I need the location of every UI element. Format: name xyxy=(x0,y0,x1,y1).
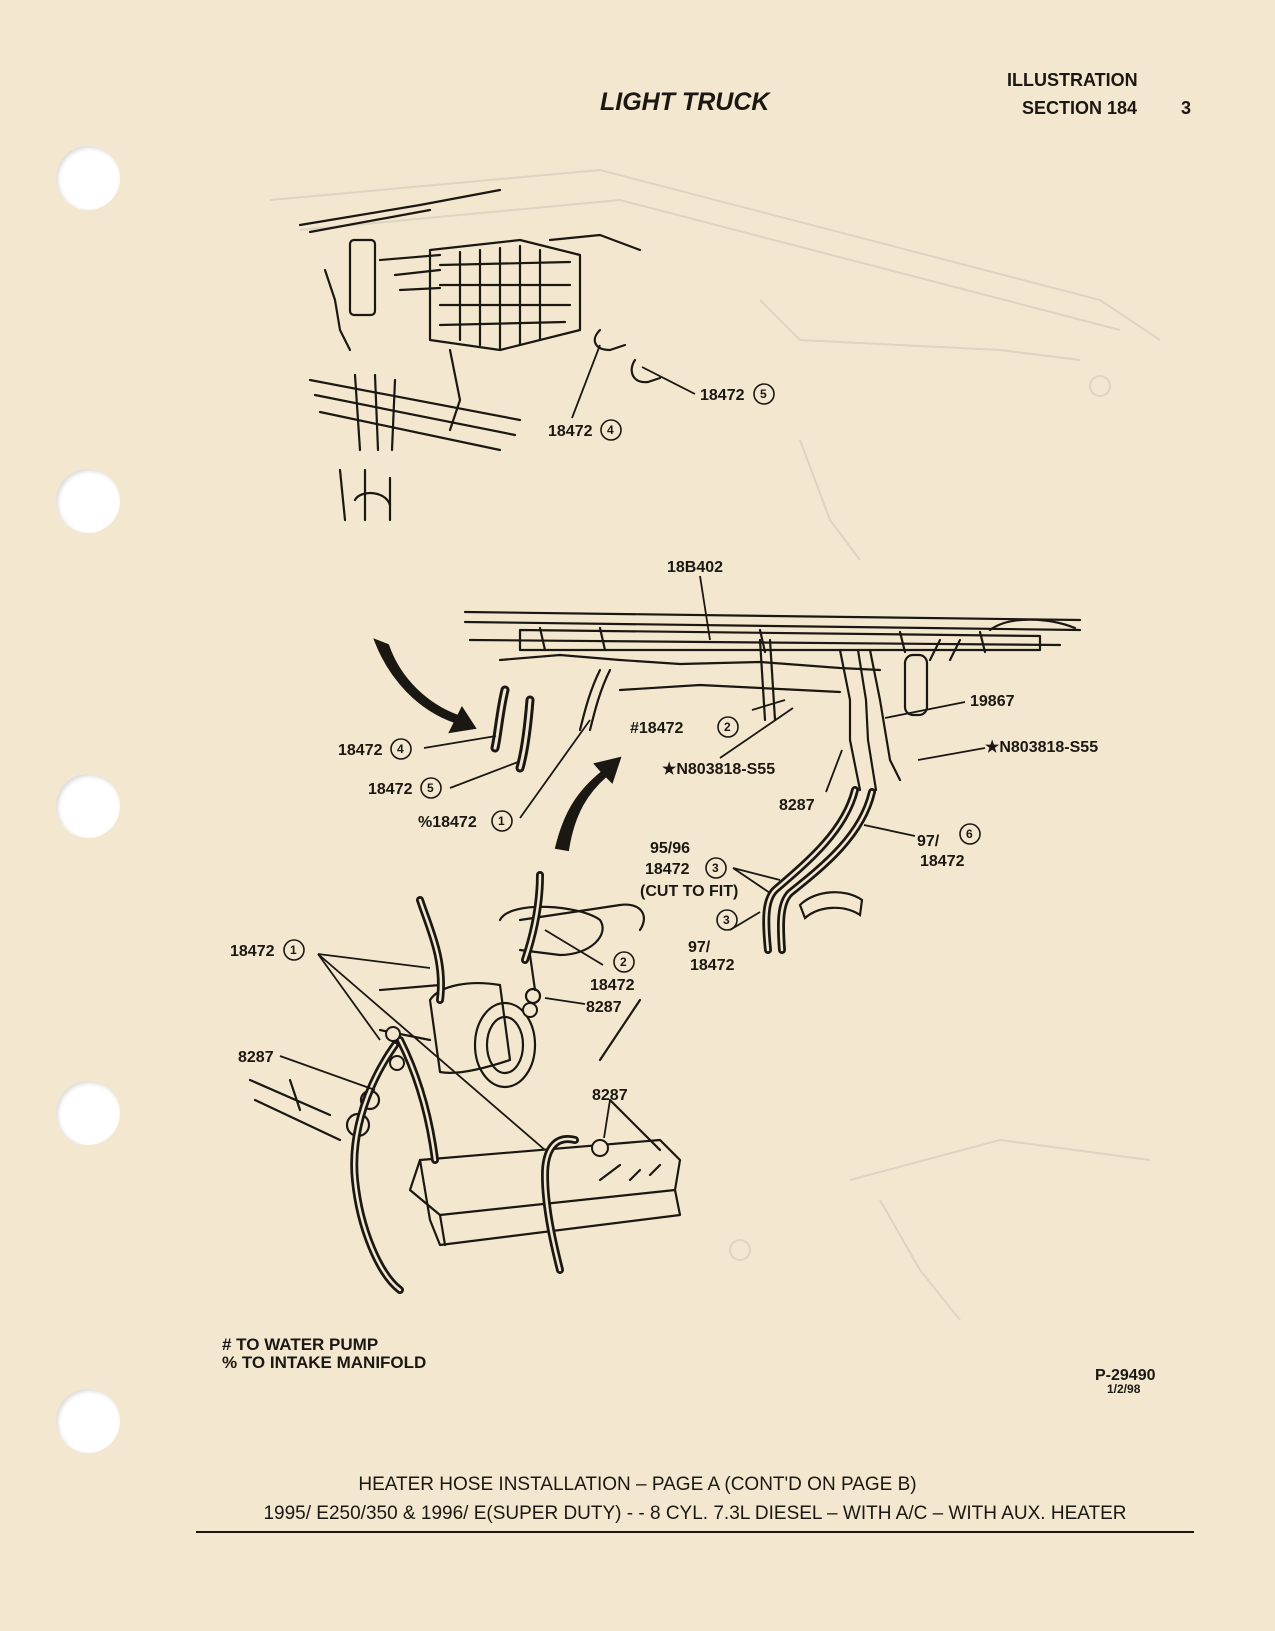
callout-hose-2: 2 xyxy=(620,955,627,969)
callout-18472-4: 18472 xyxy=(548,423,593,440)
callout-hose-3-model: 95/96 xyxy=(650,840,690,857)
svg-text:4: 4 xyxy=(607,423,614,437)
page-title: LIGHT TRUCK xyxy=(600,88,770,116)
callout-fastener-right: ★N803818-S55 xyxy=(985,739,1098,756)
bleed-through-artwork xyxy=(269,168,1161,1321)
top-callouts: 18472 5 18472 4 xyxy=(548,383,775,441)
svg-text:2: 2 xyxy=(724,720,731,734)
callout-hose-3-part: 18472 xyxy=(645,861,690,878)
page-number: 3 xyxy=(1181,98,1192,118)
callout-18472-2: 18472 xyxy=(590,977,635,994)
illustration-label: ILLUSTRATION xyxy=(1007,70,1138,90)
callout-8287-mid: 8287 xyxy=(779,797,815,814)
callout-18472-4: 18472 xyxy=(338,742,383,759)
callout-hose-3b-model: 97/ xyxy=(688,939,711,956)
hoses-3-6-inner xyxy=(765,788,874,952)
svg-text:5: 5 xyxy=(427,781,434,795)
svg-text:4: 4 xyxy=(397,742,404,756)
callout-18472-5: 18472 xyxy=(368,781,413,798)
svg-text:1: 1 xyxy=(498,814,505,828)
callout-hose-6-part: 18472 xyxy=(920,853,965,870)
frame-rail-hose-bundle xyxy=(463,610,1082,792)
binder-hole xyxy=(56,469,120,533)
callout-hose-1-intake-manifold: %18472 xyxy=(418,814,477,831)
middle-leader-lines xyxy=(423,575,986,931)
svg-text:5: 5 xyxy=(760,387,767,401)
binder-hole xyxy=(56,774,120,838)
footer-caption-line-2: 1995/ E250/350 & 1996/ E(SUPER DUTY) - -… xyxy=(263,1503,1127,1524)
callout-18472-1: 18472 xyxy=(230,943,275,960)
svg-text:3: 3 xyxy=(712,861,719,875)
legend-intake-manifold: % TO INTAKE MANIFOLD xyxy=(222,1353,426,1372)
section-label: SECTION 184 xyxy=(1022,98,1138,118)
callout-8287-left: 8287 xyxy=(238,1049,274,1066)
hoses-4-5 xyxy=(490,685,535,773)
callout-hose-3b-part: 18472 xyxy=(690,957,735,974)
figure-code: P-29490 xyxy=(1095,1367,1156,1384)
binder-hole xyxy=(56,1081,120,1145)
bottom-clamps xyxy=(385,1002,609,1157)
bottom-hoses-inner xyxy=(353,873,577,1292)
view-arrows xyxy=(373,638,622,852)
footer-rule xyxy=(196,1531,1194,1533)
footer-caption-line-1: HEATER HOSE INSTALLATION – PAGE A (CONT'… xyxy=(358,1474,917,1495)
callout-hose-3b: 3 xyxy=(723,913,730,927)
legend-water-pump: # TO WATER PUMP xyxy=(222,1335,378,1354)
middle-callouts: 18B402 19867 ★N803818-S55 #18472 2 ★N803… xyxy=(338,559,1098,974)
bottom-callouts: 18472 1 2 18472 8287 8287 8287 xyxy=(230,939,635,1104)
legend: # TO WATER PUMP % TO INTAKE MANIFOLD xyxy=(222,1335,426,1372)
bottom-hoses xyxy=(350,871,579,1294)
hoses-4-5-inner xyxy=(493,688,532,770)
callout-fastener-left: ★N803818-S55 xyxy=(662,761,775,778)
svg-text:1: 1 xyxy=(290,943,297,957)
svg-text:6: 6 xyxy=(966,827,973,841)
callout-hose-6-model: 97/ xyxy=(917,833,940,850)
callout-cut-to-fit: (CUT TO FIT) xyxy=(640,883,738,900)
callout-19867: 19867 xyxy=(970,693,1015,710)
callout-8287-engine: 8287 xyxy=(586,999,622,1016)
binder-hole xyxy=(56,1389,120,1453)
figure-reference: P-29490 1/2/98 xyxy=(1095,1367,1156,1396)
callout-8287-right: 8287 xyxy=(592,1087,628,1104)
callout-hose-2-water-pump: #18472 xyxy=(630,720,683,737)
binder-hole xyxy=(56,146,120,210)
figure-date: 1/2/98 xyxy=(1107,1382,1141,1396)
engine-water-pump-assembly xyxy=(248,903,682,1247)
hose-end-clip xyxy=(798,891,864,920)
top-leader-lines xyxy=(571,344,696,419)
callout-18472-5: 18472 xyxy=(700,387,745,404)
bottom-leader-lines xyxy=(279,929,611,1151)
callout-18b402: 18B402 xyxy=(667,559,723,576)
heater-core-assembly xyxy=(298,188,662,522)
